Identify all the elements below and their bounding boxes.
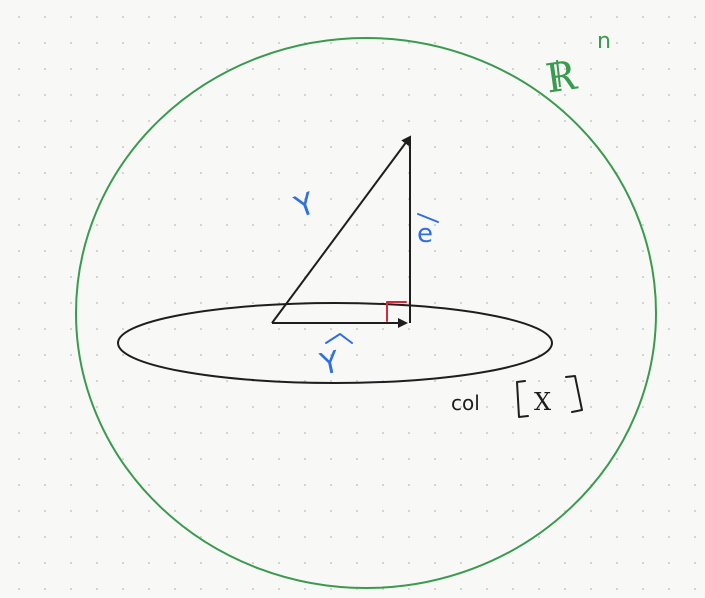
matrix-bracket-left bbox=[516, 380, 529, 418]
right-angle-marker bbox=[386, 301, 407, 322]
space-symbol-label: R bbox=[543, 53, 581, 103]
error-vector-label: e bbox=[417, 219, 433, 249]
projection-hat-mark bbox=[325, 333, 353, 344]
matrix-symbol-label: X bbox=[534, 388, 551, 416]
column-space-plane bbox=[117, 302, 553, 384]
space-exponent-label: n bbox=[597, 29, 611, 54]
matrix-bracket-right bbox=[565, 375, 583, 413]
rn-space-circle bbox=[75, 37, 657, 589]
space-symbol-double-stroke bbox=[556, 59, 561, 88]
error-vector-arrow-accent bbox=[417, 213, 439, 223]
y-vector-line bbox=[271, 135, 412, 324]
y-vector-label: Y bbox=[290, 186, 321, 226]
projection-vector-label: Y bbox=[316, 344, 343, 382]
column-space-label: col bbox=[451, 391, 480, 415]
